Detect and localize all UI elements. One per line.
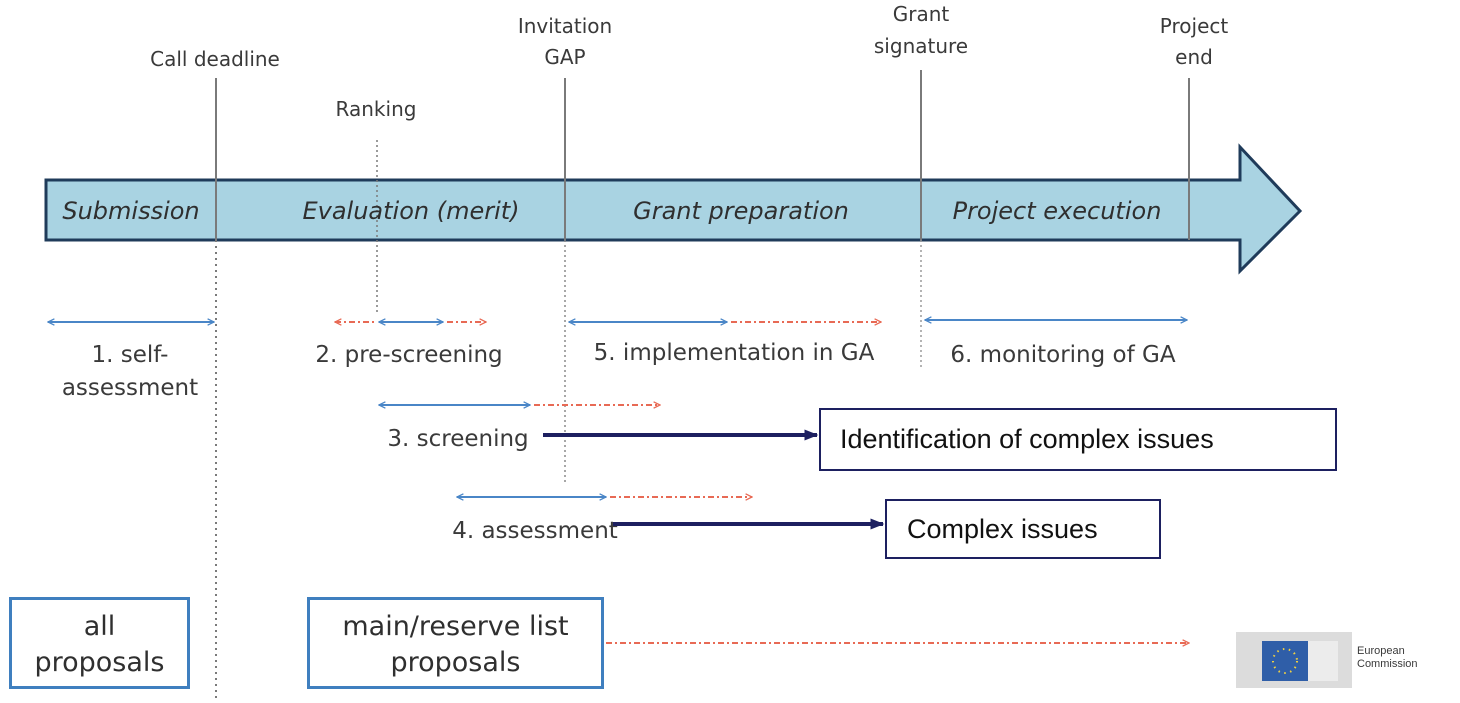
ranking-label: Ranking: [336, 97, 417, 121]
call-deadline-label: Call deadline: [150, 47, 280, 71]
identification-complex-issues-box: Identification of complex issues: [819, 408, 1337, 471]
end-label: end: [1175, 45, 1213, 69]
self-assessment-label-1: 1. self-: [92, 342, 169, 368]
phase-submission: Submission: [62, 197, 199, 225]
all-proposals-line-1: all: [83, 611, 116, 642]
main-reserve-line-1: main/reserve list: [342, 611, 569, 642]
project-label: Project: [1160, 14, 1229, 38]
european-commission-logo-text: European Commission: [1357, 645, 1418, 671]
timeline-arrow: [44, 143, 1303, 275]
phase-project-execution: Project execution: [953, 197, 1162, 225]
phase-grant-preparation: Grant preparation: [633, 197, 849, 225]
complex-issues-box: Complex issues: [885, 499, 1161, 559]
invitation-label: Invitation: [518, 14, 612, 38]
implementation-label: 5. implementation in GA: [594, 340, 875, 366]
monitoring-label: 6. monitoring of GA: [950, 342, 1175, 368]
gap-label: GAP: [544, 45, 585, 69]
main-reserve-line-2: proposals: [390, 647, 521, 678]
logo-line-1: European: [1357, 645, 1405, 657]
phase-evaluation: Evaluation (merit): [302, 197, 519, 225]
pre-screening-label: 2. pre-screening: [315, 342, 502, 368]
grant-label: Grant: [893, 2, 950, 26]
self-assessment-label-2: assessment: [62, 375, 198, 401]
logo-line-2: Commission: [1357, 658, 1418, 670]
all-proposals-line-2: proposals: [34, 647, 165, 678]
all-proposals-box: all proposals: [9, 597, 190, 689]
eu-flag-icon: [1236, 632, 1352, 688]
signature-label: signature: [874, 34, 968, 58]
complex-issues-label: Complex issues: [907, 513, 1098, 544]
screening-label: 3. screening: [387, 426, 528, 452]
main-reserve-list-box: main/reserve list proposals: [307, 597, 604, 689]
identification-label: Identification of complex issues: [840, 424, 1214, 454]
assessment-label: 4. assessment: [452, 518, 618, 544]
